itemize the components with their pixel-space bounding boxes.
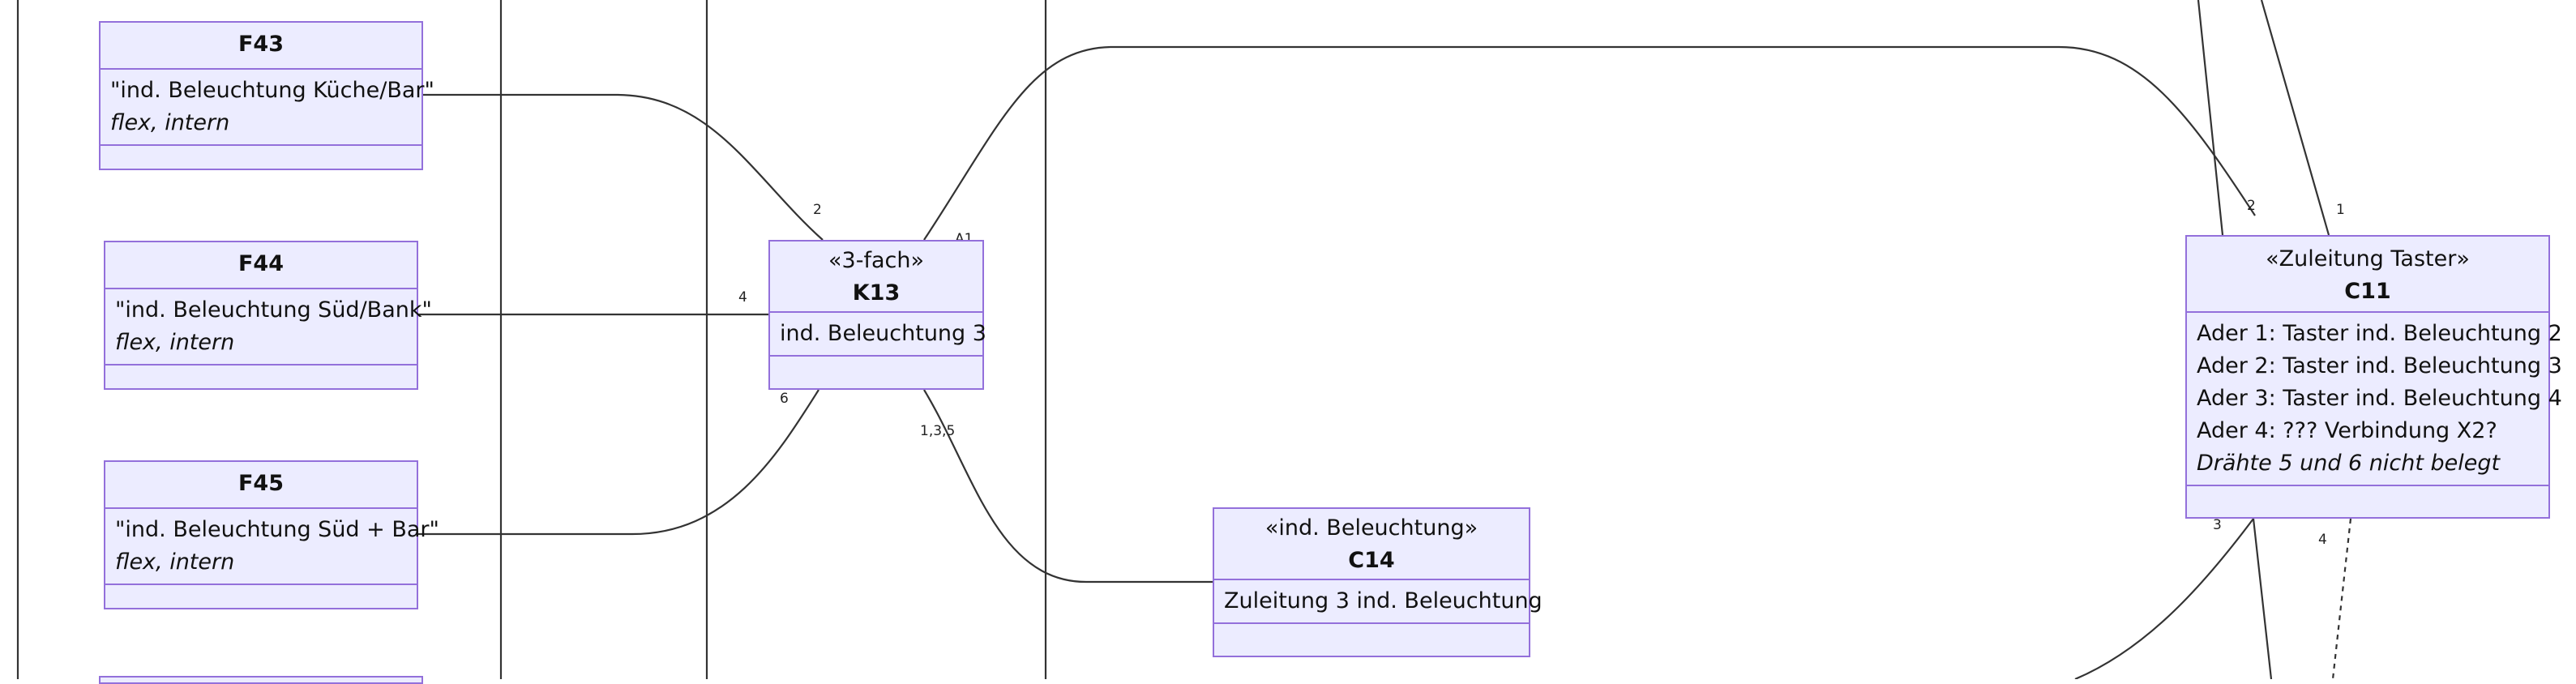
edge-c11-bottom-dashed [2331, 518, 2352, 679]
edge-k13-c11 [923, 45, 2256, 241]
edge-label: 3 [2213, 517, 2222, 533]
node-stereotype: «3-fach» [828, 248, 924, 273]
edge-label: 4 [2318, 532, 2327, 548]
node-partial [99, 676, 423, 684]
node-header: F45 [105, 462, 417, 509]
node-name: C11 [2344, 279, 2391, 304]
node-f44: F44 "ind. Beleuchtung Süd/Bank" flex, in… [104, 241, 432, 390]
node-header: «Zuleitung Taster» C11 [2187, 237, 2548, 313]
edge-label: 2 [2247, 198, 2256, 214]
edge-f43-k13 [423, 93, 824, 241]
node-name: C14 [1348, 548, 1395, 573]
node-line: Ader 4: ??? Verbindung X2? [2197, 418, 2497, 443]
node-name: F44 [237, 251, 285, 276]
node-body: "ind. Beleuchtung Küche/Bar" flex, inter… [101, 70, 434, 146]
node-name: F43 [237, 32, 285, 57]
node-body: Zuleitung 3 ind. Beleuchtung [1214, 580, 1543, 624]
node-note: Drähte 5 und 6 nicht belegt [2197, 451, 2501, 476]
node-header: F44 [105, 242, 417, 289]
node-body: ind. Beleuchtung 3 [770, 313, 986, 357]
node-body: Ader 1: Taster ind. Beleuchtung 2 Ader 2… [2187, 313, 2562, 486]
node-line: "ind. Beleuchtung Küche/Bar" [110, 78, 434, 103]
node-line: Ader 3: Taster ind. Beleuchtung 4 [2197, 386, 2562, 411]
edge-label: 1 [2336, 202, 2345, 218]
node-header: «3-fach» K13 [770, 242, 982, 313]
node-f45: F45 "ind. Beleuchtung Süd + Bar" flex, i… [104, 460, 439, 609]
node-line: Ader 2: Taster ind. Beleuchtung 3 [2197, 353, 2562, 378]
node-note: flex, intern [115, 549, 235, 575]
edge-c11-top-a [2197, 0, 2224, 236]
edge-label: 2 [813, 202, 822, 218]
edge-c11-bottom-b [2252, 518, 2273, 679]
node-note: flex, intern [110, 110, 230, 135]
node-stereotype: «Zuleitung Taster» [2266, 246, 2470, 271]
node-header: F43 [101, 23, 421, 70]
edge-label: 4 [738, 289, 747, 306]
node-line: ind. Beleuchtung 3 [780, 321, 986, 346]
node-stereotype: «ind. Beleuchtung» [1264, 515, 1478, 541]
edge-c11-bottom-a [2074, 518, 2254, 679]
edge-label: 6 [780, 391, 789, 407]
node-body: "ind. Beleuchtung Süd/Bank" flex, intern [105, 289, 432, 366]
node-body: "ind. Beleuchtung Süd + Bar" flex, inter… [105, 509, 439, 585]
node-line: Ader 1: Taster ind. Beleuchtung 2 [2197, 321, 2562, 346]
edge-f45-k13 [418, 389, 819, 536]
edge-c11-top-b [2260, 0, 2330, 236]
edge-label: 1,3,5 [920, 423, 955, 439]
node-name: K13 [852, 280, 901, 306]
node-c14: «ind. Beleuchtung» C14 Zuleitung 3 ind. … [1213, 507, 1543, 657]
node-line: "ind. Beleuchtung Süd/Bank" [115, 297, 432, 323]
edge-k13-c14 [923, 389, 1213, 584]
node-note: flex, intern [115, 330, 235, 355]
node-name: F45 [237, 471, 285, 496]
node-header: «ind. Beleuchtung» C14 [1214, 509, 1529, 580]
node-k13: «3-fach» K13 ind. Beleuchtung 3 [768, 240, 986, 390]
node-c11: «Zuleitung Taster» C11 Ader 1: Taster in… [2185, 235, 2562, 519]
node-line: Zuleitung 3 ind. Beleuchtung [1224, 588, 1543, 613]
node-line: "ind. Beleuchtung Süd + Bar" [115, 517, 439, 542]
node-f43: F43 "ind. Beleuchtung Küche/Bar" flex, i… [99, 21, 434, 170]
